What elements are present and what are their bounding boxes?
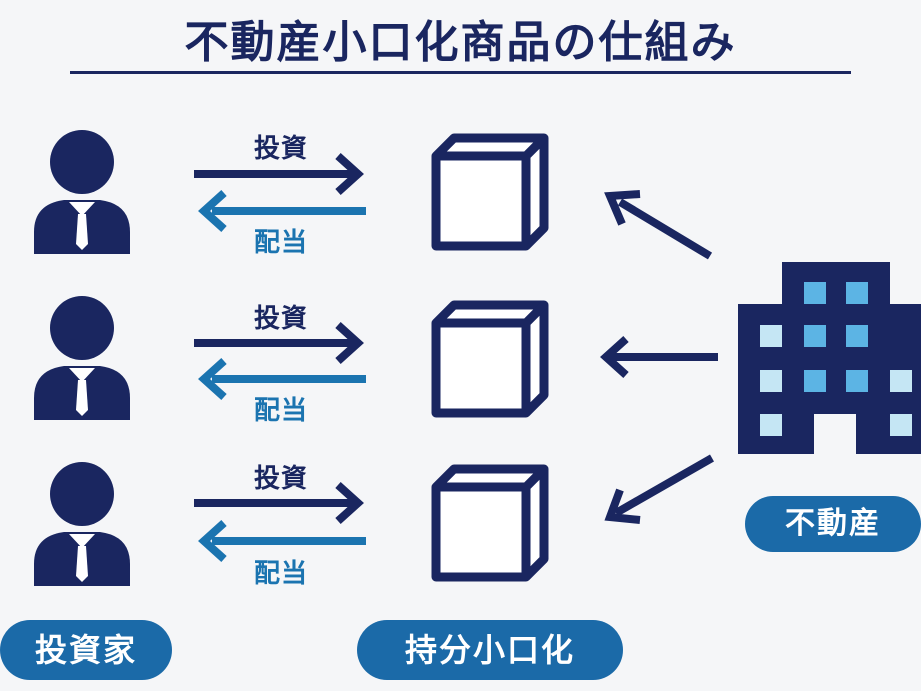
- dividend-arrow-1: [198, 190, 366, 232]
- allocation-arrow-1: [604, 190, 713, 260]
- dividend-label-3: 配当: [253, 559, 308, 589]
- investor-label-pill: 投資家: [0, 620, 172, 680]
- invest-label-2: 投資: [253, 304, 308, 334]
- investor-icon-1: [34, 130, 130, 254]
- allocation-arrow-3: [604, 454, 714, 524]
- investor-icon-3: [34, 462, 130, 586]
- dividend-arrow-3: [198, 520, 366, 562]
- dividend-label-1: 配当: [253, 228, 308, 258]
- invest-arrow-1: [194, 153, 364, 195]
- allocation-arrow-2: [600, 336, 718, 378]
- fractional-ownership-pill: 持分小口化: [357, 620, 623, 680]
- invest-arrow-3: [194, 482, 364, 524]
- invest-label-1: 投資: [253, 134, 308, 164]
- dividend-arrow-2: [198, 358, 366, 400]
- real-estate-pill: 不動産: [745, 496, 921, 552]
- building-icon: [738, 262, 921, 454]
- share-cube-1: [436, 138, 544, 246]
- dividend-label-2: 配当: [253, 396, 308, 426]
- invest-arrow-2: [194, 322, 364, 364]
- invest-label-3: 投資: [253, 464, 308, 494]
- share-cube-3: [436, 469, 544, 577]
- page-title: 不動産小口化商品の仕組み: [184, 17, 737, 68]
- title-divider: [70, 71, 851, 74]
- share-cube-2: [436, 305, 544, 413]
- investor-icon-2: [34, 296, 130, 420]
